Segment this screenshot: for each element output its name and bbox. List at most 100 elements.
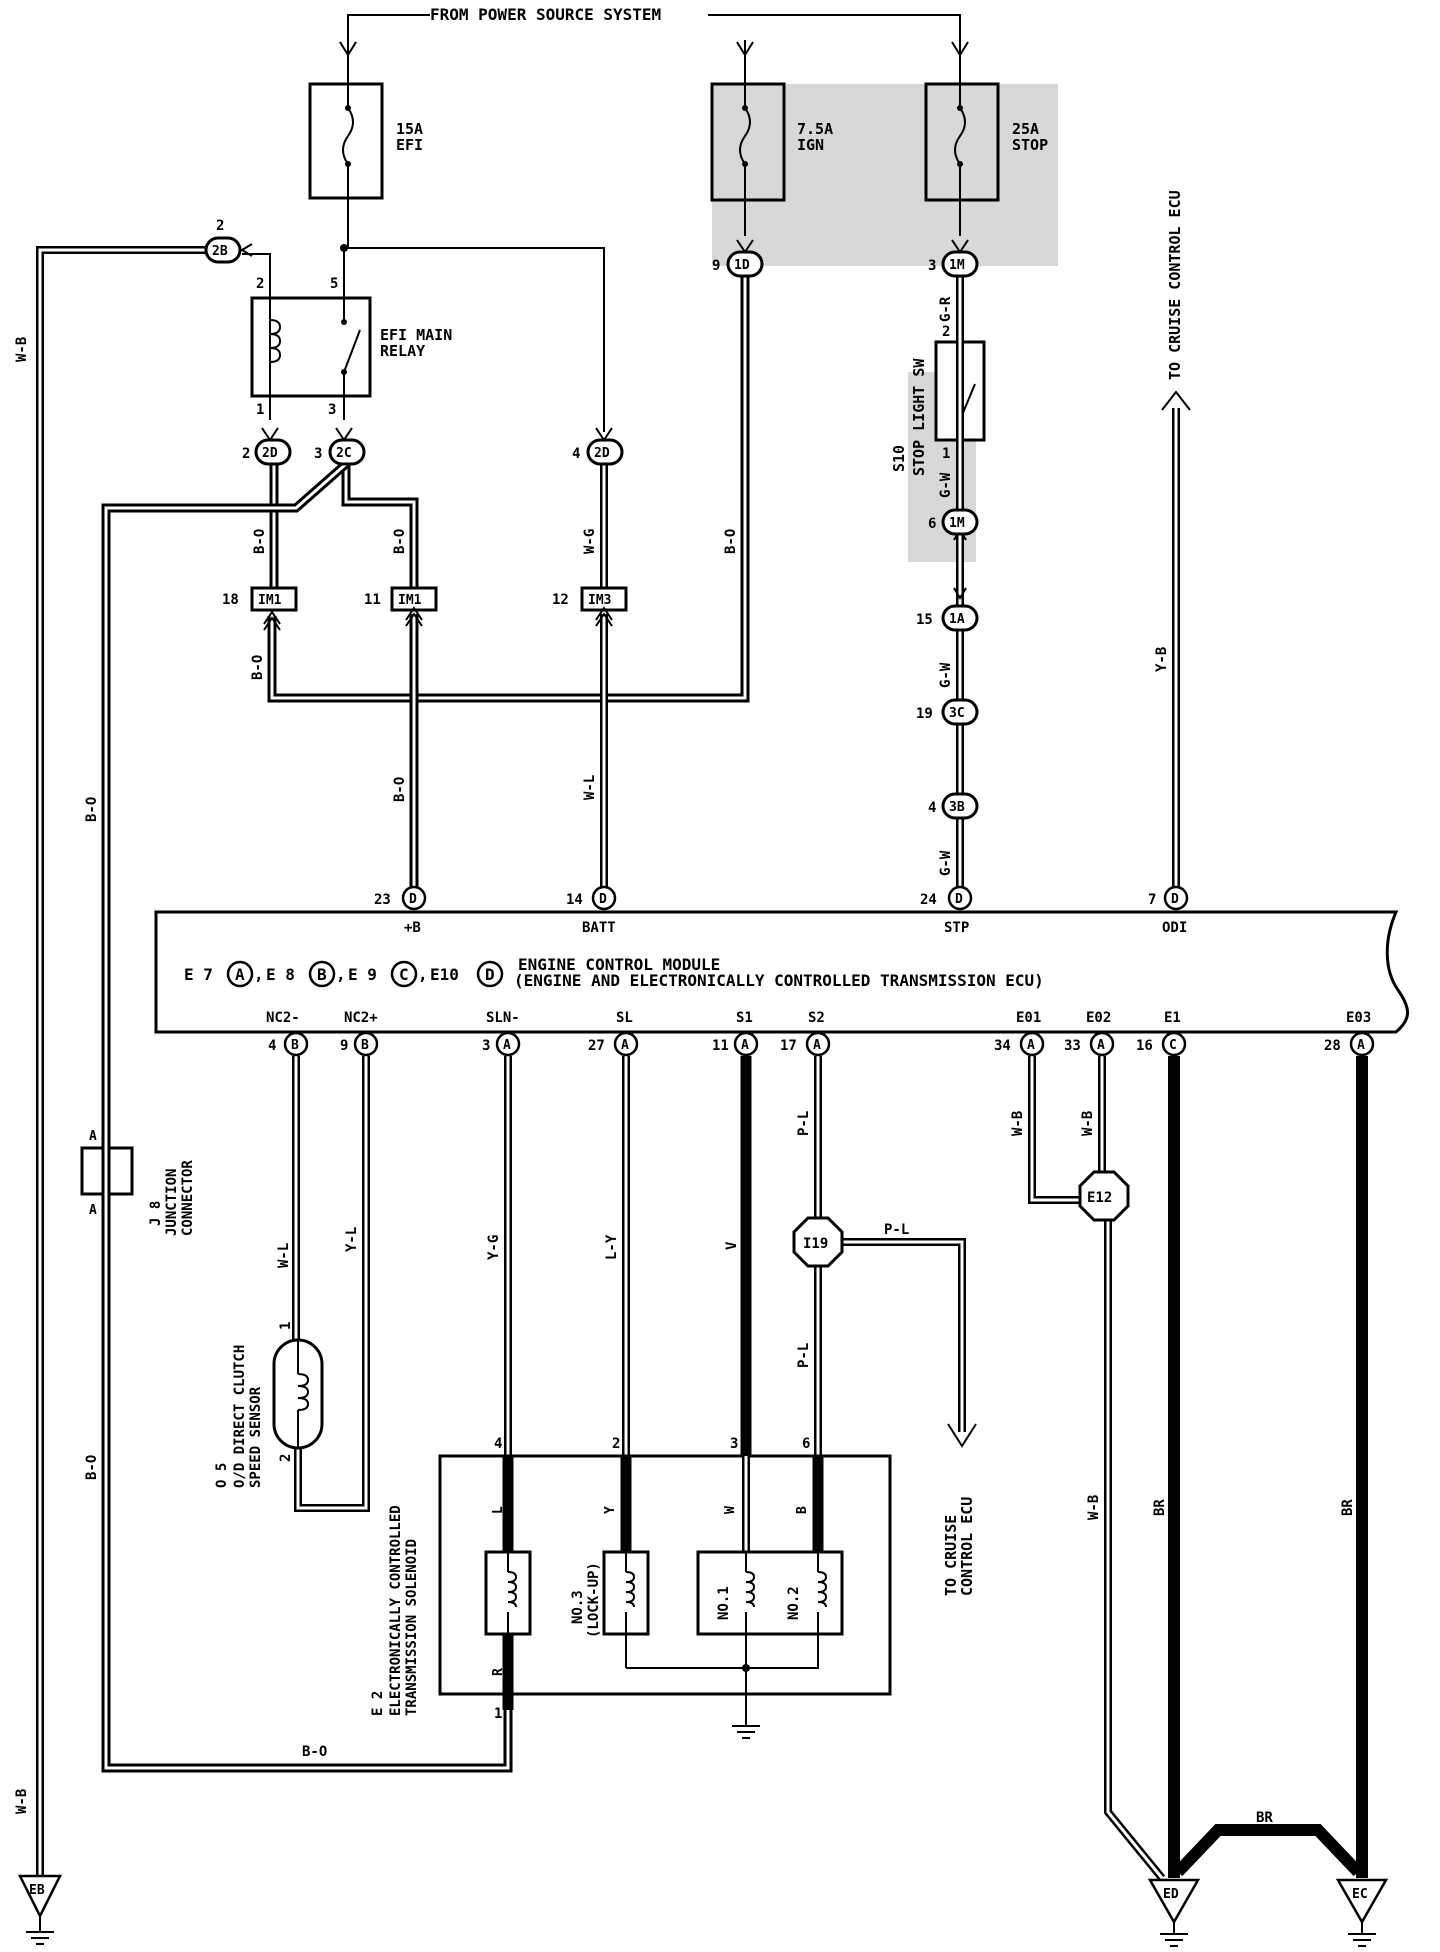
svg-text:A: A: [1357, 1038, 1365, 1053]
fuse-efi-name: EFI: [396, 136, 423, 154]
ecm-subtitle: (ENGINE AND ELECTRONICALLY CONTROLLED TR…: [514, 971, 1044, 990]
transmission-solenoid-e2: NO.3 (LOCK-UP) NO.1 NO.2 L Y W B R 4 2 3…: [370, 1436, 892, 1726]
label-br-e1: BR: [1152, 1499, 1168, 1516]
svg-text:3B: 3B: [949, 800, 965, 815]
solenoid-ground-icon: [732, 1725, 760, 1739]
fuse-efi: 15A EFI: [308, 55, 423, 248]
svg-text:2D: 2D: [594, 446, 610, 461]
svg-text:SLN-: SLN-: [486, 1010, 520, 1026]
junction-line2: CONNECTOR: [180, 1160, 196, 1236]
svg-text:2D: 2D: [262, 446, 278, 461]
label-bo-loop: B-O: [84, 797, 100, 822]
connector-2b: 2B 2: [204, 218, 242, 264]
svg-text:+B: +B: [404, 920, 421, 936]
svg-text:EB: EB: [29, 1883, 45, 1898]
ecm-connector-legend: E 7 A E 8 B E 9 C E10 D ,,,: [184, 960, 504, 988]
label-bo-2d: B-O: [252, 529, 268, 554]
power-source-lines: [347, 14, 961, 86]
power-source-label: FROM POWER SOURCE SYSTEM: [430, 5, 661, 24]
speed-sensor-line1: O/D DIRECT CLUTCH: [232, 1345, 248, 1488]
svg-text:E10: E10: [430, 965, 459, 984]
svg-text:14: 14: [566, 892, 583, 908]
svg-text:11: 11: [712, 1038, 729, 1054]
wire-pl-cruise: [842, 1238, 966, 1432]
relay-pin-1: 1: [256, 402, 264, 418]
fuse-stop: 25A STOP: [924, 55, 1048, 236]
svg-text:B: B: [361, 1038, 369, 1053]
svg-text:E1: E1: [1164, 1010, 1181, 1026]
svg-text:B: B: [317, 965, 327, 984]
ecm-box: ENGINE CONTROL MODULE (ENGINE AND ELECTR…: [154, 910, 1409, 1034]
svg-text:A: A: [813, 1038, 821, 1053]
stop-sw-pin-2: 2: [942, 324, 950, 340]
stop-sw-pin-1: 1: [942, 446, 950, 462]
wire-wb-ed: [1104, 1218, 1166, 1881]
svg-text:28: 28: [1324, 1038, 1341, 1054]
terminal-sln-minus: SLN- A 3: [482, 1010, 521, 1057]
svg-text:A: A: [235, 965, 245, 984]
label-gr: G-R: [938, 296, 954, 322]
terminal-nc2-plus: NC2+ B 9: [340, 1010, 379, 1057]
cruise-arrow-right: [1161, 390, 1191, 411]
sol-pin-2: 2: [612, 1436, 620, 1452]
svg-text:1M: 1M: [949, 258, 965, 273]
terminal-sl: SL A 27: [588, 1010, 639, 1057]
svg-text:A: A: [503, 1038, 511, 1053]
connector-1d: 1D 9: [712, 250, 764, 278]
label-pl-bottom: P-L: [796, 1343, 812, 1368]
label-wl-batt: W-L: [582, 775, 598, 800]
ecm-top-terminals: D 23 +B D 14 BATT D 24 STP D 7 ODI: [374, 885, 1189, 936]
svg-text:3: 3: [314, 446, 322, 462]
connector-2d-left: 2D 2: [242, 438, 292, 466]
label-bo-ign: B-O: [723, 529, 739, 554]
svg-text:4: 4: [572, 446, 580, 462]
svg-text:C: C: [399, 965, 409, 984]
cruise-arrow-down: [947, 1423, 977, 1448]
svg-text:1A: 1A: [949, 612, 965, 627]
svg-text:A: A: [1027, 1038, 1035, 1053]
label-pl-cruise: P-L: [884, 1222, 909, 1238]
terminal-e1: E1 C 16: [1136, 1010, 1187, 1057]
svg-text:19: 19: [916, 706, 933, 722]
ecm-bottom-terminals: NC2- B 4 NC2+ B 9 SLN- A 3 SL A 27 S1 A …: [266, 1010, 1375, 1057]
svg-text:3: 3: [928, 258, 936, 274]
sol-code-y: Y: [603, 1506, 618, 1514]
svg-text:STP: STP: [944, 920, 969, 936]
junction-id: J 8: [148, 1201, 164, 1226]
connector-1m-mid: 1M 6: [928, 508, 979, 536]
relay-pin-5: 5: [330, 276, 338, 292]
svg-text:17: 17: [780, 1038, 797, 1054]
svg-text:E12: E12: [1087, 1190, 1112, 1206]
label-gw-2: G-W: [938, 662, 954, 688]
junction-pin-bottom: A: [89, 1203, 97, 1218]
svg-text:D: D: [485, 965, 495, 984]
label-bo-loop-low: B-O: [84, 1455, 100, 1480]
legend-separator: ,: [254, 965, 264, 984]
ground-ec: EC: [1335, 1878, 1389, 1947]
svg-text:24: 24: [920, 892, 937, 908]
terminal-stp: D 24 STP: [920, 885, 973, 936]
wire-arrows: [261, 239, 969, 631]
wire-wb-e01: [1028, 1056, 1082, 1204]
junction-pin-top: A: [89, 1129, 97, 1144]
ground-ed: ED: [1147, 1878, 1201, 1947]
label-bo-return: B-O: [302, 1744, 327, 1760]
box-connectors: IM1 18 IM1 11 IM3 12: [222, 586, 628, 612]
label-wl-sensor: W-L: [276, 1243, 292, 1268]
svg-text:33: 33: [1064, 1038, 1081, 1054]
svg-text:S2: S2: [808, 1010, 825, 1026]
sol-code-r: R: [491, 1668, 506, 1676]
svg-text:4: 4: [268, 1038, 276, 1054]
coil-no2-label: NO.2: [786, 1586, 802, 1620]
label-bo-2c: B-O: [392, 529, 408, 554]
cruise-label-line1: TO CRUISE: [942, 1515, 960, 1596]
efi-fuse-output: [242, 247, 605, 432]
svg-text:9: 9: [712, 258, 720, 274]
fuse-stop-name: STOP: [1012, 136, 1048, 154]
wire-wb-left: [36, 246, 210, 1876]
shaded-region-fuses: [712, 84, 1058, 266]
connector-ovals: 2B 2 2D 2 2C 3 2D 4 1D 9 1M: [204, 218, 979, 820]
terminal-nc2-minus: NC2- B 4: [266, 1010, 309, 1057]
label-gw-1: G-W: [938, 472, 954, 498]
